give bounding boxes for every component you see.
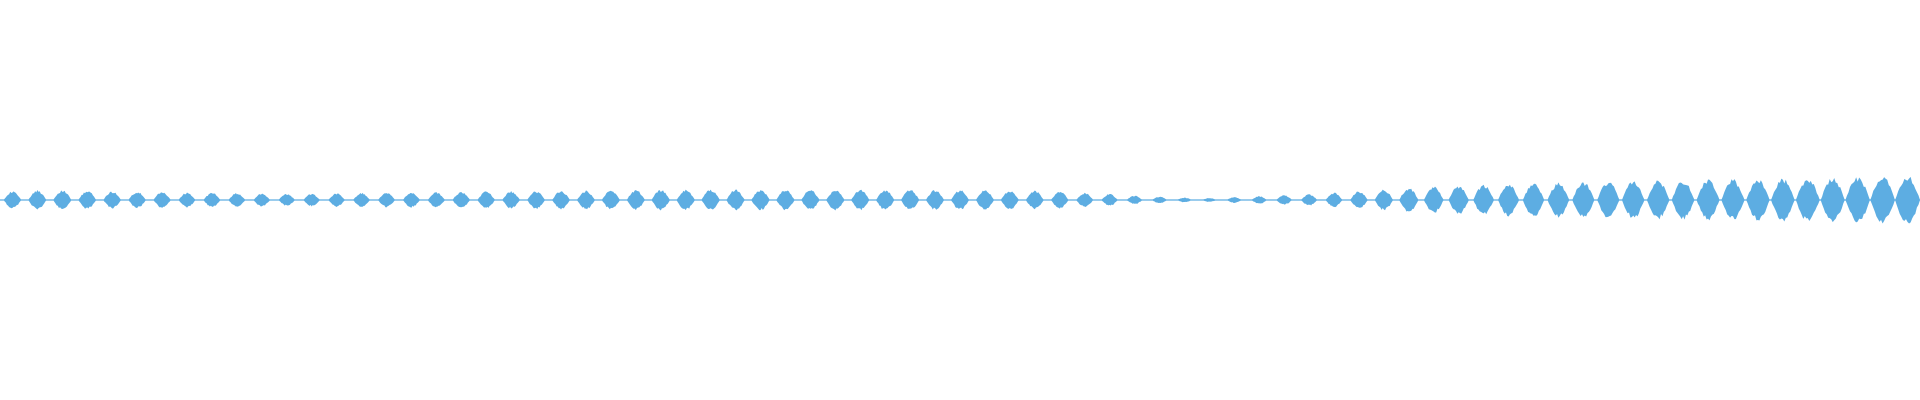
waveform-pulse — [726, 189, 745, 211]
waveform-pulse — [552, 191, 571, 210]
waveform-pulse — [328, 193, 346, 207]
waveform-pulse — [801, 190, 820, 209]
waveform-pulse — [1721, 179, 1745, 220]
waveform-pulse — [28, 190, 47, 210]
waveform-pulse — [1895, 176, 1920, 224]
waveform-pulse — [1202, 198, 1217, 202]
waveform-pulse — [1547, 182, 1570, 218]
waveform-pulse — [427, 191, 446, 208]
waveform-pulse — [1325, 192, 1343, 208]
waveform-pulse — [1621, 181, 1645, 218]
waveform-pulse — [278, 193, 296, 206]
waveform-pulse — [78, 191, 97, 209]
waveform-pulse — [353, 192, 371, 207]
waveform-pulse — [751, 190, 770, 211]
waveform-pulse — [925, 190, 945, 210]
waveform-pulse — [1795, 180, 1820, 222]
waveform-pulse — [1473, 184, 1495, 215]
waveform-pulse — [1771, 178, 1795, 222]
waveform-pulse — [1870, 177, 1895, 224]
waveform-pulse — [1522, 183, 1545, 216]
waveform-pulse — [502, 191, 521, 209]
waveform-pulse — [975, 190, 995, 210]
waveform-pulse — [1251, 196, 1267, 204]
waveform-pulse — [1101, 193, 1118, 206]
waveform-pulse — [1000, 191, 1019, 209]
waveform-pulse — [203, 192, 221, 207]
waveform-pulse — [626, 190, 645, 211]
waveform-pulse — [527, 191, 546, 210]
waveform-pulse — [1276, 195, 1293, 205]
waveform-pulse — [900, 190, 920, 209]
waveform-pulse — [1374, 189, 1394, 211]
waveform-pulses — [3, 176, 1920, 224]
waveform-pulse — [651, 190, 670, 211]
waveform-pulse — [253, 193, 271, 207]
waveform-pulse — [53, 190, 72, 210]
waveform-pulse — [103, 191, 122, 209]
waveform-pulse — [1448, 186, 1469, 214]
waveform-pulse — [1350, 191, 1368, 208]
waveform-pulse — [1025, 190, 1044, 210]
waveform-pulse — [1597, 182, 1620, 218]
waveform-pulse — [128, 192, 146, 209]
waveform-pulse — [1498, 184, 1520, 217]
waveform-pulse — [1151, 196, 1168, 204]
waveform-pulse — [950, 190, 970, 210]
waveform-pulse — [1572, 182, 1595, 217]
waveform-pulse — [1399, 188, 1419, 212]
waveform-pulse — [875, 190, 895, 210]
waveform-pulse — [1423, 186, 1444, 213]
waveform-pulse — [851, 189, 870, 211]
waveform-pulse — [701, 189, 720, 210]
waveform-pulse — [1050, 191, 1069, 209]
waveform-pulse — [452, 192, 471, 208]
waveform-pulse — [1300, 194, 1318, 206]
waveform-pulse — [826, 190, 845, 211]
waveform-pulse — [776, 190, 795, 211]
waveform-pulse — [477, 191, 496, 208]
waveform-pulse — [1126, 195, 1143, 204]
waveform-pulse — [1646, 180, 1670, 220]
waveform-pulse — [153, 192, 171, 209]
waveform-pulse — [303, 193, 320, 207]
waveform-pulse — [576, 190, 596, 210]
waveform-pulse — [402, 192, 421, 208]
waveform-pulse — [1226, 197, 1242, 203]
waveform-pulse — [1671, 182, 1695, 220]
waveform-pulse — [178, 192, 196, 208]
waveform-pulse — [1820, 178, 1845, 223]
waveform-pulse — [601, 190, 621, 210]
waveform-pulse — [377, 193, 396, 208]
waveform-pulse — [1696, 179, 1720, 221]
waveform-pulse — [676, 189, 695, 211]
waveform-pulse — [228, 192, 246, 207]
waveform-pulse — [1076, 192, 1094, 207]
waveform-pulse — [1746, 180, 1770, 221]
waveform-pulse — [3, 191, 22, 209]
waveform-pulse — [1845, 177, 1870, 223]
waveform-pulse — [1177, 197, 1192, 203]
